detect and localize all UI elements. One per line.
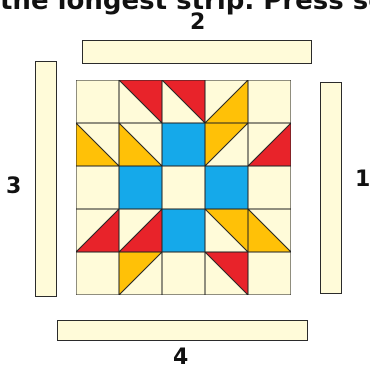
strip-top[interactable] xyxy=(82,40,312,64)
quilt-cell xyxy=(76,166,119,209)
quilt-cell xyxy=(162,166,205,209)
quilt-cell xyxy=(248,80,291,123)
quilt-block xyxy=(76,80,291,295)
quilt-cell xyxy=(248,252,291,295)
quilt-cell xyxy=(76,252,119,295)
strip-left[interactable] xyxy=(35,61,57,297)
strip-right[interactable] xyxy=(320,82,342,294)
quilt-cell xyxy=(205,166,248,209)
strip-bottom[interactable] xyxy=(57,320,308,341)
quilt-cell xyxy=(119,166,162,209)
strip-label-top: 2 xyxy=(190,10,205,35)
quilt-cell xyxy=(162,252,205,295)
strip-label-right: 1 xyxy=(355,167,370,192)
quilt-cell xyxy=(162,123,205,166)
quilt-cell xyxy=(248,166,291,209)
quilt-cell xyxy=(162,209,205,252)
strip-label-bottom: 4 xyxy=(173,345,188,370)
strip-label-left: 3 xyxy=(6,174,21,199)
quilt-cell xyxy=(76,80,119,123)
instruction-text: the longest strip. Press se xyxy=(0,0,370,16)
